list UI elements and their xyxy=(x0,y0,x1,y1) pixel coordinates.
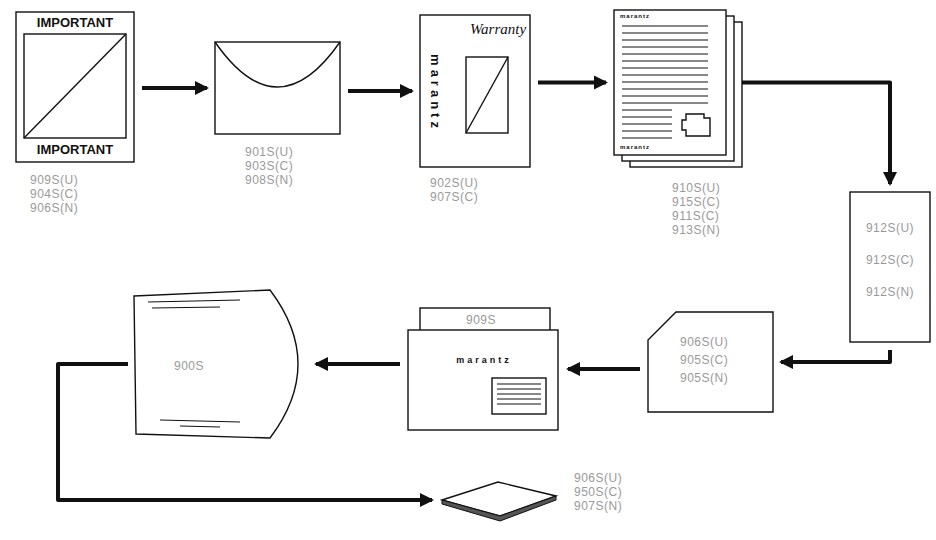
flow-arrow xyxy=(781,350,890,362)
picture-frame xyxy=(24,34,126,138)
bag-seam xyxy=(152,307,220,308)
part-number: 907S(C) xyxy=(430,191,478,204)
envelope-outline xyxy=(215,42,340,134)
instruction-manual-drawing xyxy=(614,10,726,155)
envelope-flap xyxy=(215,42,340,87)
bag-seam xyxy=(160,420,240,422)
text-line xyxy=(622,95,708,96)
printed-text: marantz xyxy=(620,144,650,151)
bag-seam xyxy=(148,300,240,302)
part-number: 906S(U) xyxy=(680,336,728,349)
part-number: 950S(C) xyxy=(574,486,622,499)
text-line xyxy=(622,88,708,89)
window-line xyxy=(497,388,541,389)
part-number: 913S(N) xyxy=(672,224,720,237)
picture-diagonal xyxy=(24,34,126,138)
part-number: 912S(N) xyxy=(866,286,914,299)
printed-text: IMPORTANT xyxy=(37,16,113,30)
part-number: 904S(C) xyxy=(30,188,78,201)
flow-arrow xyxy=(142,86,207,90)
part-number: 911S(C) xyxy=(672,210,719,223)
sheet-outline xyxy=(850,192,930,342)
booklet-drawing xyxy=(440,478,558,522)
part-number: 909S(U) xyxy=(30,174,78,187)
page-icon xyxy=(682,114,710,136)
notched-card: 906S(U) 905S(C) 905S(N) xyxy=(648,312,773,412)
flow-arrow xyxy=(538,81,606,85)
envelope-window xyxy=(492,378,546,414)
flow-arrow xyxy=(58,364,432,500)
flow-arrow xyxy=(568,367,640,371)
text-line xyxy=(622,67,708,68)
instruction-manual: marantzmarantz910S(U)915S(C)911S(C)913S(… xyxy=(614,10,726,155)
important-sheet: IMPORTANTIMPORTANT909S(U)904S(C)906S(N) xyxy=(16,12,134,162)
window-line xyxy=(497,383,541,384)
text-line xyxy=(622,60,708,61)
part-number: 915S(C) xyxy=(672,196,720,209)
picture-frame xyxy=(466,57,508,133)
booklet-edge xyxy=(442,496,556,521)
bag-outline xyxy=(134,290,298,438)
flow-arrow xyxy=(316,362,400,366)
text-line xyxy=(622,137,672,138)
part-number: 906S(N) xyxy=(30,202,78,215)
picture-diagonal xyxy=(466,57,508,133)
window-line xyxy=(497,398,541,399)
printed-text: marantz xyxy=(428,54,442,132)
booklet-top xyxy=(442,482,556,516)
important-sheet-drawing xyxy=(16,12,134,162)
booklet: 906S(U)950S(C)907S(N) xyxy=(440,478,558,522)
text-line xyxy=(622,39,708,40)
printed-text: marantz xyxy=(456,356,512,366)
part-number: 907S(N) xyxy=(574,500,622,513)
front-page xyxy=(614,10,726,155)
text-line xyxy=(622,130,672,131)
service-sheet: 912S(U) 912S(C) 912S(N) xyxy=(850,192,930,342)
warranty-card: marantzWarranty902S(U)907S(C) xyxy=(420,15,530,167)
part-number: 905S(N) xyxy=(680,372,728,385)
card-outline xyxy=(420,15,530,167)
envelope: 901S(U)903S(C)908S(N) xyxy=(215,42,340,134)
part-number: 906S(U) xyxy=(574,472,622,485)
text-line xyxy=(622,32,708,33)
printed-text: Warranty xyxy=(470,21,526,38)
sheet-outline xyxy=(16,12,134,162)
text-line xyxy=(622,81,708,82)
part-number: 903S(C) xyxy=(245,160,293,173)
text-line xyxy=(622,53,708,54)
part-number: 910S(U) xyxy=(672,182,720,195)
text-line xyxy=(622,74,708,75)
window-line xyxy=(497,403,541,404)
envelope-pair: 909S marantz xyxy=(408,308,560,430)
envelope-drawing xyxy=(215,42,340,134)
poly-bag-drawing xyxy=(130,288,308,440)
text-line xyxy=(622,109,672,110)
bag-seam xyxy=(180,426,220,427)
part-number: 900S xyxy=(174,360,204,373)
text-line xyxy=(622,25,708,26)
part-number: 912S(U) xyxy=(866,222,914,235)
flow-arrow xyxy=(348,89,412,93)
flow-arrow xyxy=(734,83,890,185)
text-line xyxy=(622,116,672,117)
text-line xyxy=(622,102,708,103)
text-line xyxy=(622,46,708,47)
part-number: 908S(N) xyxy=(245,174,293,187)
part-number: 905S(C) xyxy=(680,354,728,367)
part-number: 912S(C) xyxy=(866,254,914,267)
card-outline xyxy=(648,312,773,412)
part-number: 901S(U) xyxy=(245,146,293,159)
window-line xyxy=(497,393,541,394)
printed-text: IMPORTANT xyxy=(37,143,113,157)
front-envelope xyxy=(408,330,558,430)
printed-text: marantz xyxy=(620,13,650,20)
poly-bag: 900S xyxy=(130,288,308,440)
text-line xyxy=(622,123,672,124)
part-number: 909S xyxy=(466,314,496,327)
part-number: 902S(U) xyxy=(430,177,478,190)
